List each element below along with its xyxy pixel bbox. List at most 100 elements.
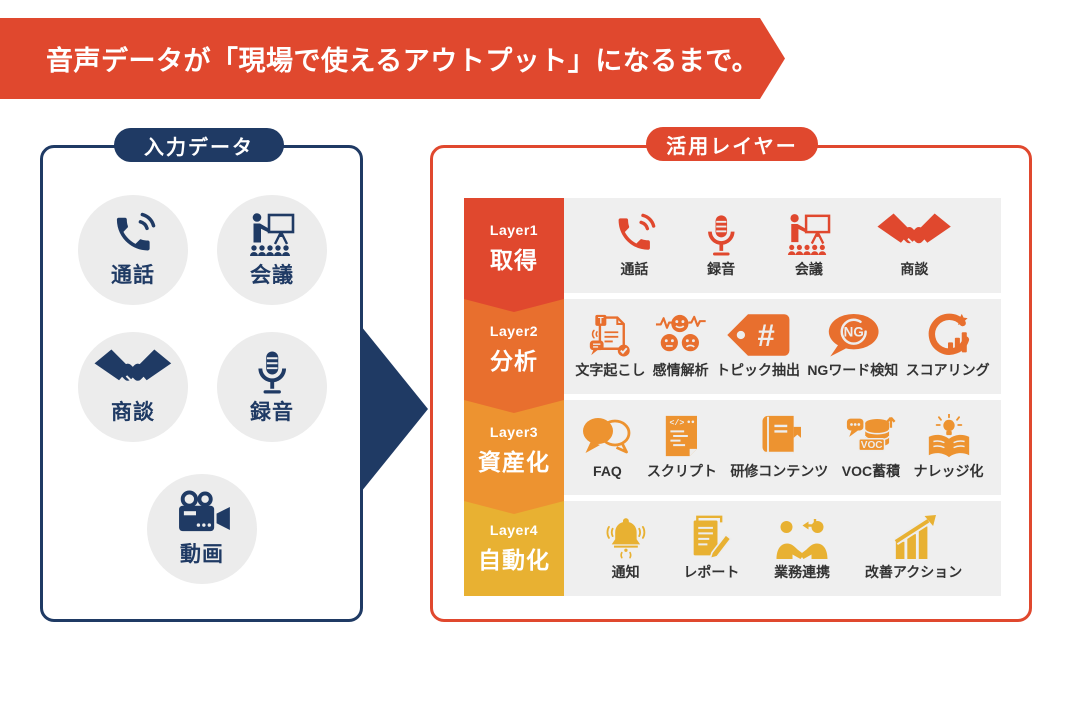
- input-data-panel: 通話 会議商談 録音動画: [40, 145, 363, 622]
- layer-item-label: 改善アクション: [864, 564, 963, 580]
- layer-item: VOC VOC蓄積: [842, 414, 900, 481]
- handshake-icon: [876, 212, 952, 256]
- layer-item: 感情解析: [653, 313, 709, 380]
- layer-item-label: 録音: [707, 261, 736, 277]
- layer-title: 分析: [490, 348, 538, 374]
- svg-text:NG: NG: [844, 324, 864, 339]
- transcription-icon: T: [588, 313, 632, 357]
- layer-item: 通知: [603, 515, 649, 582]
- input-item-label: 通話: [111, 264, 155, 287]
- knowledge-icon: [927, 414, 971, 458]
- layer-name: Layer3: [489, 424, 539, 440]
- layer-label-4: Layer4 自動化: [464, 501, 564, 596]
- layer-item: 研修コンテンツ: [730, 414, 828, 481]
- layer-item-label: 研修コンテンツ: [730, 463, 829, 479]
- layer-label-3: Layer3 資産化: [464, 400, 564, 501]
- layer-item-label: VOC蓄積: [841, 463, 901, 479]
- layer-content-3: FAQ </> スクリプト研修コンテンツ VOC VOC蓄積ナレッジ化: [564, 400, 1001, 495]
- layer-label-2: Layer2 分析: [464, 299, 564, 400]
- script-icon: </>: [664, 414, 699, 458]
- layer-item: レポート: [683, 515, 739, 582]
- layer-content-2: T 文字起こし感情解析 # トピック抽出 NG NGワード検知スコアリング: [564, 299, 1001, 394]
- layer-item: 商談: [876, 212, 952, 279]
- layer-content-1: 通話録音 会議 商談: [564, 198, 1001, 293]
- microphone-icon: [251, 348, 293, 394]
- flow-arrow-icon: [361, 326, 428, 492]
- layer-item-label: スクリプト: [646, 463, 717, 479]
- layer-item: NG NGワード検知: [807, 313, 898, 380]
- faq-icon: [581, 416, 633, 460]
- improvement-chart-icon: [892, 515, 936, 559]
- layer-item: ナレッジ化: [914, 414, 984, 481]
- input-item-label: 会議: [250, 264, 294, 287]
- svg-text:VOC: VOC: [861, 440, 883, 451]
- layer-name: Layer2: [489, 323, 539, 339]
- layer-name: Layer4: [489, 522, 539, 538]
- input-item-5: 動画: [147, 474, 257, 584]
- input-item-4: 録音: [217, 332, 327, 442]
- layer-item: 改善アクション: [865, 515, 962, 582]
- layer-item: 通話: [612, 212, 656, 279]
- input-data-grid: 通話 会議商談 録音動画: [43, 148, 360, 619]
- layer-item: FAQ: [581, 416, 633, 479]
- handshake-icon: [93, 348, 173, 394]
- layer-item-label: 通知: [611, 564, 640, 580]
- input-item-2: 会議: [217, 195, 327, 305]
- phone-icon: [110, 211, 156, 257]
- layer-item-label: 商談: [900, 261, 929, 277]
- meeting-icon: [786, 212, 832, 256]
- collaboration-icon: [775, 515, 829, 559]
- layer-item: 録音: [701, 212, 742, 279]
- layer-item-label: NGワード検知: [807, 362, 899, 378]
- ng-word-icon: NG: [825, 313, 880, 357]
- layers-panel-label: 活用レイヤー: [646, 127, 818, 161]
- phone-icon: [612, 212, 656, 256]
- layer-item: # トピック抽出: [716, 313, 800, 380]
- layer-item-label: トピック抽出: [715, 362, 800, 378]
- layer-item-label: FAQ: [593, 463, 622, 479]
- svg-text:</>: </>: [670, 418, 685, 428]
- title-banner: 音声データが「現場で使えるアウトプット」になるまで。: [0, 18, 785, 99]
- meeting-icon: [248, 211, 296, 257]
- input-item-label: 商談: [111, 401, 155, 424]
- layer-item-label: ナレッジ化: [913, 463, 984, 479]
- layer-item-label: 業務連携: [774, 564, 831, 580]
- layer-item: スコアリング: [906, 313, 990, 380]
- video-camera-icon: [173, 490, 231, 536]
- layer-item: </> スクリプト: [647, 414, 717, 481]
- page-title: 音声データが「現場で使えるアウトプット」になるまで。: [46, 46, 760, 76]
- voc-database-icon: VOC: [846, 414, 896, 458]
- layer-title: 自動化: [478, 547, 550, 573]
- layer-item-label: レポート: [683, 564, 740, 580]
- report-icon: [690, 515, 733, 559]
- input-item-1: 通話: [78, 195, 188, 305]
- layer-item: 業務連携: [774, 515, 830, 582]
- layer-item-label: スコアリング: [905, 362, 990, 378]
- layer-title: 資産化: [478, 449, 550, 475]
- microphone-icon: [701, 212, 742, 256]
- layer-row-3: Layer3 資産化 FAQ </> スクリプト研修コンテンツ VOC VOC蓄積ナレッジ化: [433, 400, 1029, 514]
- layer-content-4: 通知 レポート 業務連携 改善アクション: [564, 501, 1001, 596]
- scoring-icon: [926, 313, 970, 357]
- layer-item: T 文字起こし: [575, 313, 645, 380]
- input-item-label: 録音: [250, 401, 294, 424]
- svg-text:T: T: [598, 316, 604, 326]
- emotion-analysis-icon: [655, 313, 707, 357]
- layer-item-label: 感情解析: [652, 362, 709, 378]
- svg-text:#: #: [757, 318, 774, 353]
- input-item-3: 商談: [78, 332, 188, 442]
- layer-item-label: 会議: [794, 261, 823, 277]
- layer-item-label: 文字起こし: [575, 362, 646, 378]
- training-book-icon: [757, 414, 802, 458]
- input-panel-label: 入力データ: [114, 128, 284, 162]
- layer-row-4: Layer4 自動化通知 レポート 業務連携 改善アクション: [433, 501, 1029, 596]
- layer-item: 会議: [786, 212, 832, 279]
- layer-title: 取得: [490, 247, 538, 273]
- layer-row-2: Layer2 分析 T 文字起こし感情解析 # トピック抽出 NG NGワード検知スコアリング: [433, 299, 1029, 413]
- topic-tag-icon: #: [726, 313, 791, 357]
